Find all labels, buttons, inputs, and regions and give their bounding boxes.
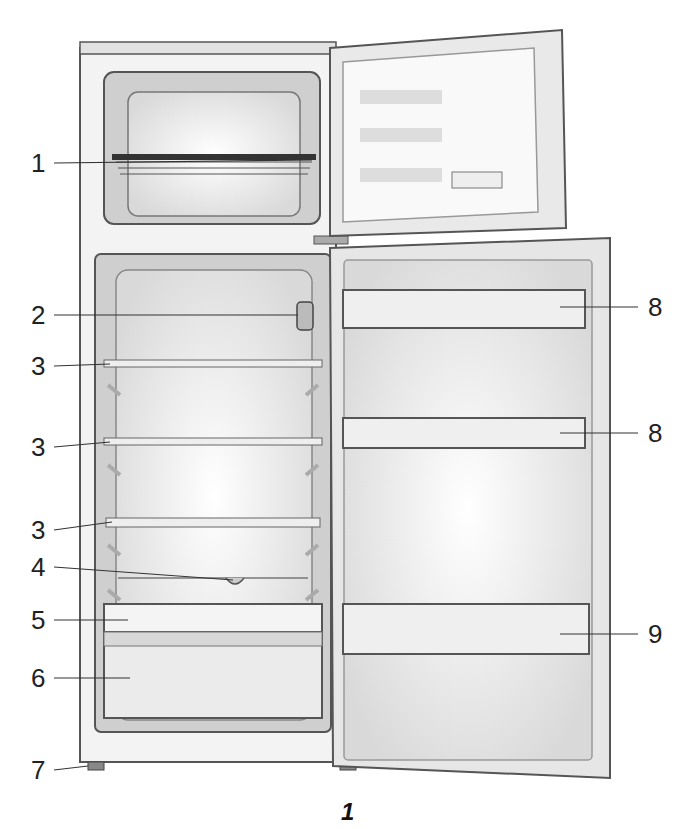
callout-number: 9 — [648, 621, 662, 647]
callout-number: 5 — [31, 607, 45, 633]
callout-number: 4 — [31, 554, 45, 580]
callout-number: 3 — [31, 353, 45, 379]
callout-number: 2 — [31, 302, 45, 328]
callout-number: 7 — [31, 757, 45, 783]
callout-number: 1 — [31, 150, 45, 176]
callout-number: 8 — [648, 294, 662, 320]
callout-number: 3 — [31, 434, 45, 460]
callout-number: 3 — [31, 517, 45, 543]
callout-number: 6 — [31, 665, 45, 691]
callout-number: 8 — [648, 420, 662, 446]
figure-caption: 1 — [341, 800, 354, 824]
